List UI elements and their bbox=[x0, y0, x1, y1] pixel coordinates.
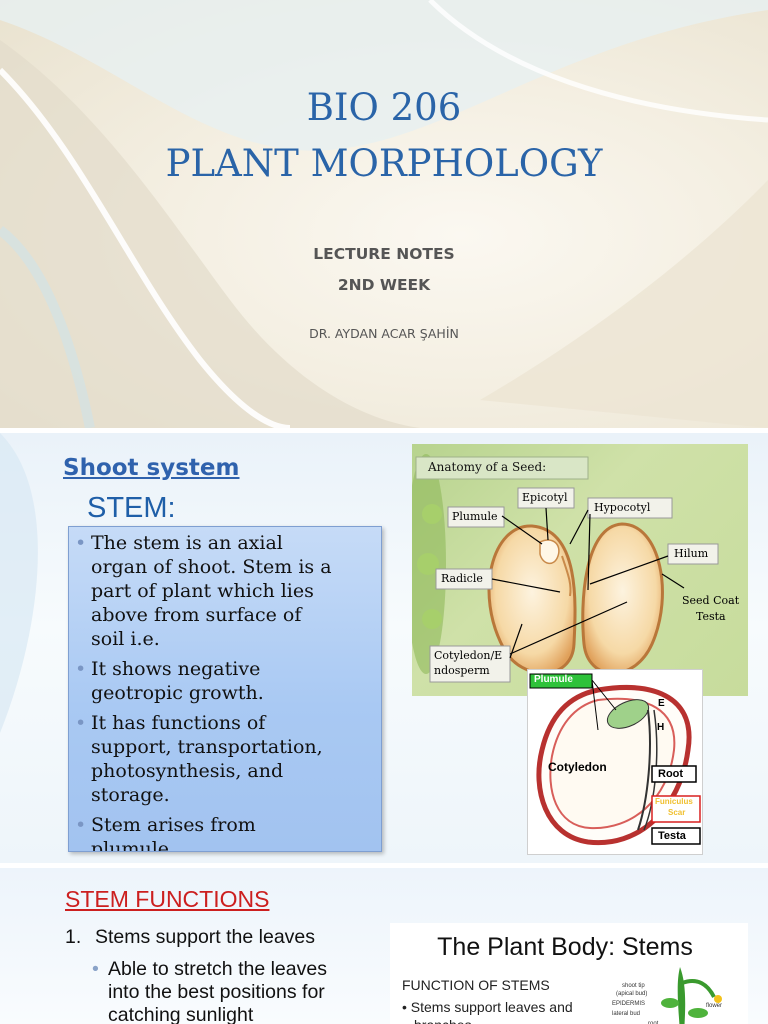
label-root: root bbox=[648, 1021, 659, 1024]
plant-body-diagram: The Plant Body: Stems FUNCTION OF STEMS … bbox=[390, 923, 748, 1024]
stem-description-box: The stem is an axial organ of shoot. Ste… bbox=[68, 526, 382, 852]
bullet-line: geotropic growth. bbox=[91, 682, 264, 704]
title-slide: BIO 206 PLANT MORPHOLOGY LECTURE NOTES 2… bbox=[0, 0, 768, 428]
bullet-line: support, transportation, bbox=[91, 736, 323, 758]
bullet-line: The stem is an axial bbox=[91, 532, 283, 554]
bullet-line: It shows negative bbox=[91, 658, 261, 680]
plant-body-bullet-cont: branches bbox=[414, 1017, 472, 1024]
bullet-line: soil i.e. bbox=[91, 628, 160, 650]
author-name: DR. AYDAN ACAR ŞAHİN bbox=[309, 326, 459, 341]
label-testa: Testa bbox=[696, 610, 726, 623]
bullet-line: organ of shoot. Stem is a bbox=[91, 556, 332, 578]
subitem-line: catching sunlight bbox=[108, 1004, 254, 1024]
section-label-testa: Testa bbox=[658, 830, 686, 842]
seed-section-illustration bbox=[529, 673, 701, 846]
plant-illustration bbox=[661, 967, 722, 1024]
bullet-line: It has functions of bbox=[91, 712, 266, 734]
label-shoot-tip: shoot tip bbox=[622, 983, 645, 989]
slide-title-line2: PLANT MORPHOLOGY bbox=[165, 142, 603, 185]
stem-functions-slide: STEM FUNCTIONS 1. Stems support the leave… bbox=[0, 868, 768, 1024]
bullet-item: It shows negative geotropic growth. bbox=[75, 657, 381, 705]
bullet-line: storage. bbox=[91, 784, 170, 806]
shoot-system-slide: Shoot system STEM: The stem is an axial … bbox=[0, 433, 768, 863]
subtitle-line1: LECTURE NOTES bbox=[313, 245, 455, 263]
section-heading: Shoot system bbox=[63, 455, 240, 481]
subitem-line: Able to stretch the leaves bbox=[108, 958, 327, 980]
bullet-line: above from surface of bbox=[91, 604, 302, 626]
label-epidermis: EPIDERMIS bbox=[612, 1001, 646, 1007]
bullet-line: plumule. bbox=[91, 838, 176, 852]
subitem-line: into the best positions for bbox=[108, 981, 325, 1003]
section-label-cotyledon: Cotyledon bbox=[548, 760, 607, 774]
item-number: 1. bbox=[65, 926, 82, 948]
bullet-item: The stem is an axial organ of shoot. Ste… bbox=[75, 531, 381, 651]
plant-body-bullet: • Stems support leaves and bbox=[402, 999, 573, 1015]
decorative-swoosh bbox=[0, 0, 768, 428]
bullet-item: It has functions of support, transportat… bbox=[75, 711, 381, 807]
seed-diagram-title: Anatomy of a Seed: bbox=[428, 460, 547, 474]
subtitle-line2: 2ND WEEK bbox=[337, 276, 431, 294]
item-text: Stems support the leaves bbox=[95, 926, 316, 948]
section-label-funiculus: Funiculus bbox=[655, 797, 693, 806]
seed-illustration bbox=[406, 454, 719, 683]
label-flower: flower bbox=[706, 1003, 723, 1009]
function-item-1: 1. Stems support the leaves bbox=[65, 926, 315, 949]
bullet-line: part of plant which lies bbox=[91, 580, 314, 602]
bullet-line: Stem arises from bbox=[91, 814, 256, 836]
section-label-plumule: Plumule bbox=[534, 674, 573, 685]
label-hilum: Hilum bbox=[674, 547, 709, 560]
label-epicotyl: Epicotyl bbox=[522, 491, 568, 504]
plant-body-title: The Plant Body: Stems bbox=[437, 933, 693, 961]
function-subitem: • Able to stretch the leaves into the be… bbox=[92, 958, 382, 1024]
functions-heading: STEM FUNCTIONS bbox=[65, 886, 270, 912]
seed-anatomy-diagram: Anatomy of a Seed: Epicotyl Hypocotyl Pl… bbox=[406, 444, 748, 696]
label-cotyledon: Cotyledon/E bbox=[434, 649, 503, 662]
section-label-root: Root bbox=[658, 768, 684, 780]
section-label-h: H bbox=[657, 722, 665, 733]
label-lateral-bud: lateral bud bbox=[612, 1011, 641, 1017]
label-hypocotyl: Hypocotyl bbox=[594, 501, 651, 514]
bullet-icon: • bbox=[92, 958, 99, 980]
bullet-item: Stem arises from plumule. bbox=[75, 813, 381, 852]
stem-heading: STEM: bbox=[87, 492, 176, 524]
slide-title-line1: BIO 206 bbox=[306, 86, 462, 129]
label-endosperm: ndosperm bbox=[434, 664, 490, 677]
label-radicle: Radicle bbox=[441, 572, 483, 585]
label-apical-bud: (apical bud) bbox=[616, 991, 648, 997]
bullet-line: photosynthesis, and bbox=[91, 760, 284, 782]
section-label-e: E bbox=[658, 698, 665, 709]
label-seed-coat: Seed Coat bbox=[682, 594, 740, 607]
seed-section-diagram: Plumule E H Cotyledon Root Funiculus Sca… bbox=[527, 669, 703, 855]
decorative-swoosh bbox=[0, 433, 38, 733]
plant-body-function-heading: FUNCTION OF STEMS bbox=[402, 977, 550, 993]
label-plumule: Plumule bbox=[452, 510, 498, 523]
section-label-scar: Scar bbox=[668, 808, 686, 817]
